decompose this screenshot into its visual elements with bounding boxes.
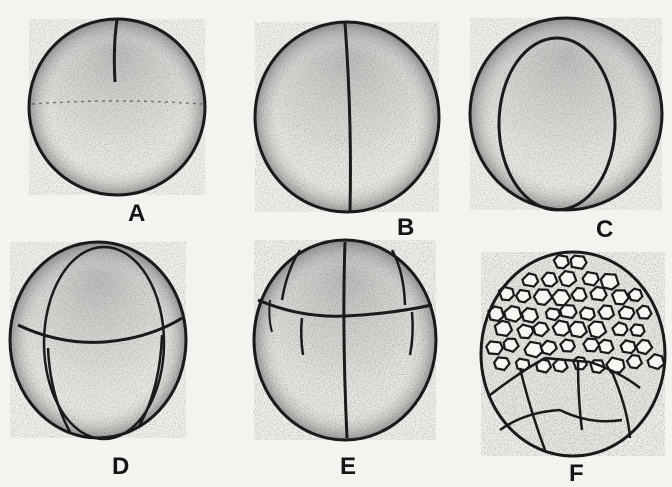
blastomere-cell bbox=[631, 324, 645, 336]
blastomere-cell bbox=[580, 307, 595, 320]
blastomere-cell bbox=[560, 340, 574, 352]
blastomere-cell bbox=[546, 308, 560, 320]
blastomere-cell bbox=[571, 256, 587, 269]
label-c: C bbox=[596, 218, 613, 242]
blastomere-cell bbox=[599, 340, 614, 353]
blastomere-cell bbox=[560, 305, 576, 318]
blastomere-cell bbox=[522, 308, 538, 322]
blastomere-cell bbox=[486, 341, 502, 354]
blastomere-cell bbox=[589, 322, 607, 338]
embryo-a bbox=[29, 19, 205, 195]
blastomere-cell bbox=[569, 322, 587, 337]
blastomere-cell bbox=[598, 305, 614, 319]
blastomere-cell bbox=[573, 357, 587, 369]
embryo-d bbox=[10, 242, 186, 439]
label-e: E bbox=[340, 455, 356, 479]
blastomere-cell bbox=[504, 306, 521, 322]
blastomere-cell bbox=[516, 290, 530, 302]
embryo-c bbox=[470, 18, 662, 210]
blastomere-cell bbox=[627, 355, 642, 368]
blastomere-cell bbox=[621, 340, 636, 353]
blastomere-cell bbox=[629, 289, 643, 301]
embryo-e bbox=[254, 240, 436, 440]
blastomere-cell bbox=[583, 339, 599, 352]
label-a: A bbox=[128, 202, 145, 226]
label-f: F bbox=[569, 462, 584, 486]
embryo-f bbox=[481, 252, 665, 456]
blastomere-cell bbox=[518, 325, 534, 339]
blastomere-cell bbox=[583, 272, 599, 285]
blastomere-cell bbox=[554, 255, 569, 268]
blastomere-cell bbox=[525, 342, 543, 357]
blastomere-cell bbox=[559, 271, 576, 286]
blastomere-cell bbox=[542, 273, 558, 287]
blastomere-cell bbox=[619, 306, 635, 319]
label-b: B bbox=[397, 216, 414, 240]
embryo-b bbox=[255, 22, 439, 212]
blastomere-cell bbox=[494, 357, 509, 370]
blastomere-cell bbox=[504, 339, 519, 352]
blastomere-cell bbox=[637, 306, 652, 319]
blastomere-cell bbox=[495, 321, 512, 336]
blastomere-cell bbox=[612, 290, 629, 304]
label-d: D bbox=[112, 455, 129, 479]
blastomere-cell bbox=[553, 321, 570, 336]
